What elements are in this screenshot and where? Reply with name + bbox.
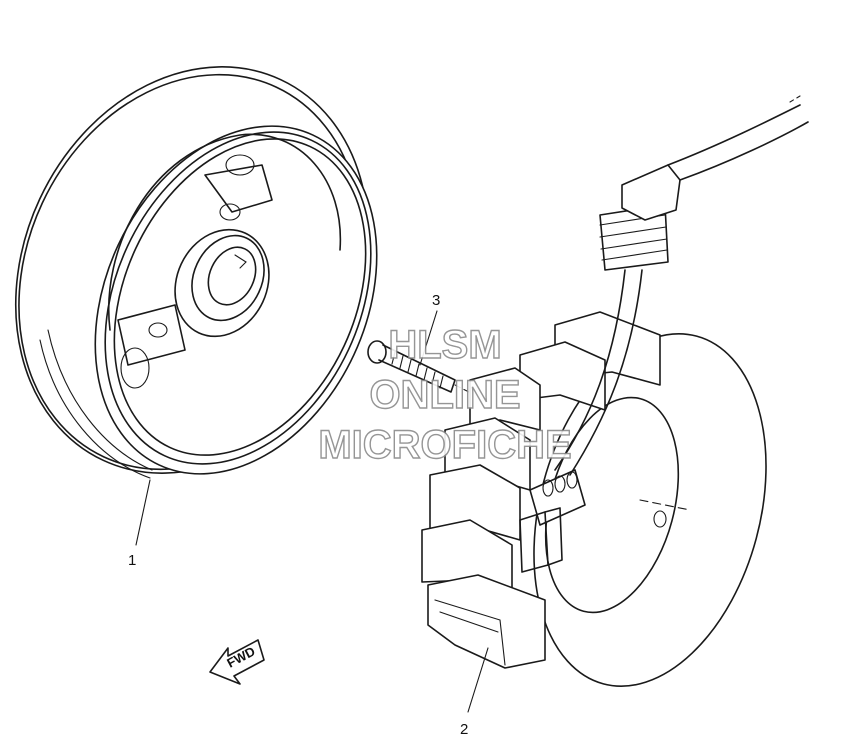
watermark: HLSM ONLINE MICROFICHE — [318, 322, 573, 467]
screw — [367, 340, 476, 396]
callout-2-leader — [467, 647, 489, 713]
callout-1-leader — [135, 479, 151, 546]
watermark-line-1: HLSM — [388, 323, 501, 367]
watermark-line-2: ONLINE — [369, 373, 520, 417]
callout-3-leader — [419, 310, 438, 366]
callout-2: 2 — [460, 721, 468, 738]
forward-arrow-icon: FWD — [209, 639, 265, 685]
callout-1: 1 — [128, 552, 136, 569]
lead-wire — [554, 95, 809, 476]
stator-coil — [421, 311, 767, 687]
callout-3: 3 — [432, 292, 440, 309]
watermark-line-3: MICROFICHE — [318, 423, 571, 467]
flywheel-rotor — [14, 66, 378, 479]
